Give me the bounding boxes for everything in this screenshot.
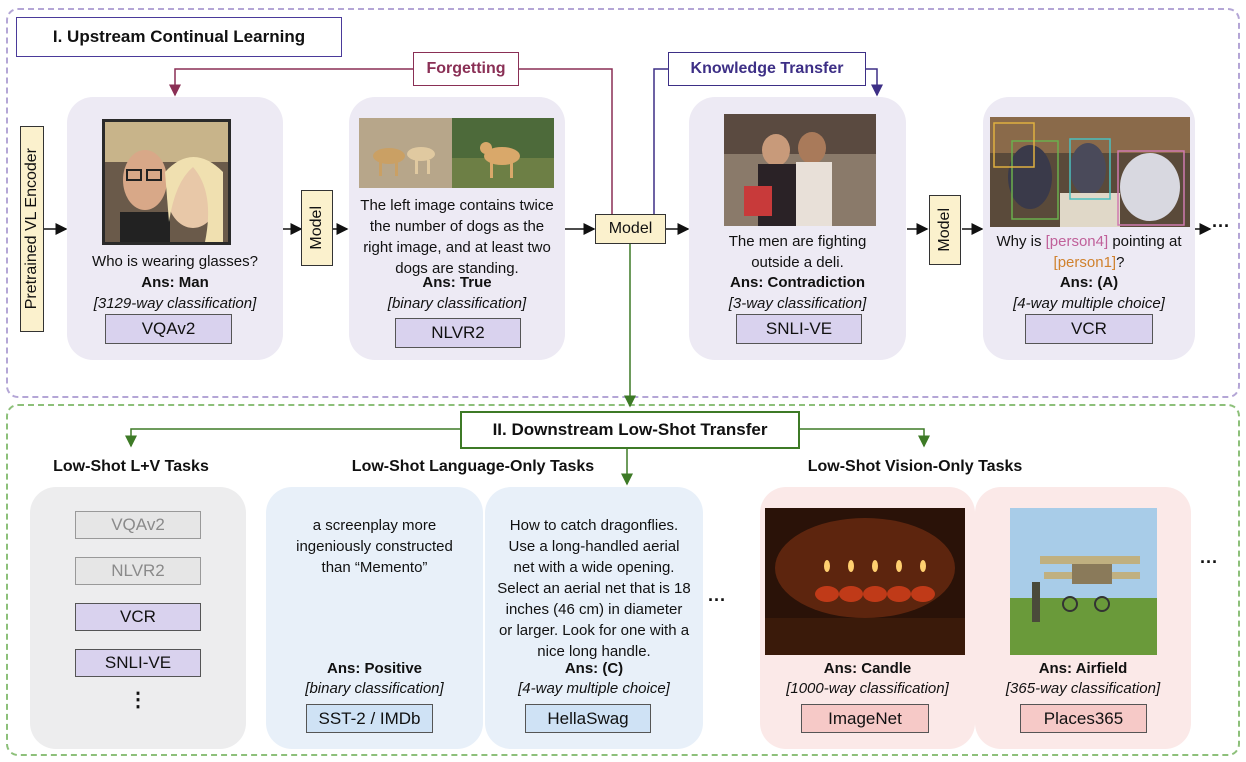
lv-tasks-heading: Low-Shot L+V Tasks [53,458,209,475]
lang-ellipsis: ··· [708,590,726,610]
forgetting-label: Forgetting [413,52,519,86]
vcr-person1-ref: [person1] [1053,254,1117,271]
hellaswag-text: How to catch dragonflies. Use a long-han… [497,517,691,660]
places365-answer: Ans: Airfield [1038,660,1128,677]
lv-tag-vcr: VCR [75,603,201,631]
downstream-section-title: II. Downstream Low-Shot Transfer [460,411,800,449]
imagenet-tag: ImageNet [801,704,929,733]
pretrained-encoder-label: Pretrained VL Encoder [23,148,40,310]
places365-task-type: [365-way classification] [1005,680,1161,697]
places365-tag: Places365 [1020,704,1147,733]
lang-card-sst2: a screenplay more ingeniously constructe… [266,487,483,749]
nlvr2-statement: The left image contains twice the number… [360,197,554,277]
snli-ve-tag: SNLI-VE [736,314,862,344]
lang-card-hellaswag: How to catch dragonflies. Use a long-han… [485,487,703,749]
upstream-card-snli-ve: The men are fighting outside a deli. Ans… [689,97,906,360]
upstream-card-vcr: Why is [person4] pointing at [person1]? … [983,97,1195,360]
vcr-question-part: ? [1116,254,1125,271]
vqav2-task-type: [3129-way classification] [93,295,257,312]
model-box-3: Model [929,195,961,265]
vqav2-question: Who is wearing glasses? [92,253,258,270]
vcr-tag: VCR [1025,314,1153,344]
vqav2-answer: Ans: Man [141,274,209,291]
vcr-answer: Ans: (A) [1059,274,1119,291]
snli-ve-task-type: [3-way classification] [728,295,867,312]
vcr-question-part: pointing at [1108,233,1182,250]
model-box-center: Model [595,214,666,244]
model-label: Model [308,206,325,250]
lv-tag-snli-ve: SNLI-VE [75,649,201,677]
vcr-question: Why is [person4] pointing at [person1]? [983,231,1195,273]
model-label: Model [936,208,953,252]
snli-ve-hypothesis: The men are fighting outside a deli. [728,233,867,271]
pretrained-encoder-box: Pretrained VL Encoder [20,126,44,332]
places365-airfield-image [1010,508,1157,655]
upstream-ellipsis: ··· [1212,216,1230,236]
nlvr2-task-type: [binary classification] [387,295,527,312]
lv-tag-nlvr2: NLVR2 [75,557,201,585]
sst2-task-type: [binary classification] [305,680,444,697]
snli-ve-street-image [724,114,876,226]
sst2-text: a screenplay more ingeniously constructe… [296,517,453,576]
sst2-tag: SST-2 / IMDb [306,704,433,733]
vision-card-places365: Ans: Airfield [365-way classification] P… [975,487,1191,749]
nlvr2-tag: NLVR2 [395,318,521,348]
vision-ellipsis: ··· [1200,552,1218,572]
downstream-section [6,404,1240,756]
lv-tasks-card: VQAv2 NLVR2 VCR SNLI-VE ⋮ [30,487,246,749]
vision-tasks-heading: Low-Shot Vision-Only Tasks [807,458,1023,475]
snli-ve-answer: Ans: Contradiction [730,274,865,291]
vcr-person4-ref: [person4] [1045,233,1109,250]
nlvr2-left-image [359,118,452,188]
upstream-card-vqav2: Who is wearing glasses? Ans: Man [3129-w… [67,97,283,360]
nlvr2-right-image [452,118,554,188]
lv-tag-vqav2: VQAv2 [75,511,201,539]
nlvr2-answer: Ans: True [422,274,492,291]
hellaswag-tag: HellaSwag [525,704,651,733]
lv-more-ellipsis: ⋮ [128,689,148,711]
upstream-card-nlvr2: The left image contains twice the number… [349,97,565,360]
vcr-question-part: Why is [996,233,1046,250]
model-label: Model [608,220,653,237]
vcr-restaurant-image [990,117,1190,227]
sst2-answer: Ans: Positive [326,660,423,677]
imagenet-candle-image [765,508,965,655]
hellaswag-answer: Ans: (C) [564,660,624,677]
vqav2-tag: VQAv2 [105,314,232,344]
hellaswag-task-type: [4-way multiple choice] [518,680,670,697]
lang-tasks-heading: Low-Shot Language-Only Tasks [351,458,595,475]
vqav2-selfie-image [102,119,231,245]
upstream-section [6,8,1240,398]
vision-card-imagenet: Ans: Candle [1000-way classification] Im… [760,487,975,749]
knowledge-transfer-label: Knowledge Transfer [668,52,866,86]
upstream-section-title: I. Upstream Continual Learning [16,17,342,57]
imagenet-answer: Ans: Candle [823,660,912,677]
imagenet-task-type: [1000-way classification] [786,680,949,697]
vcr-task-type: [4-way multiple choice] [1013,295,1165,312]
model-box-1: Model [301,190,333,266]
